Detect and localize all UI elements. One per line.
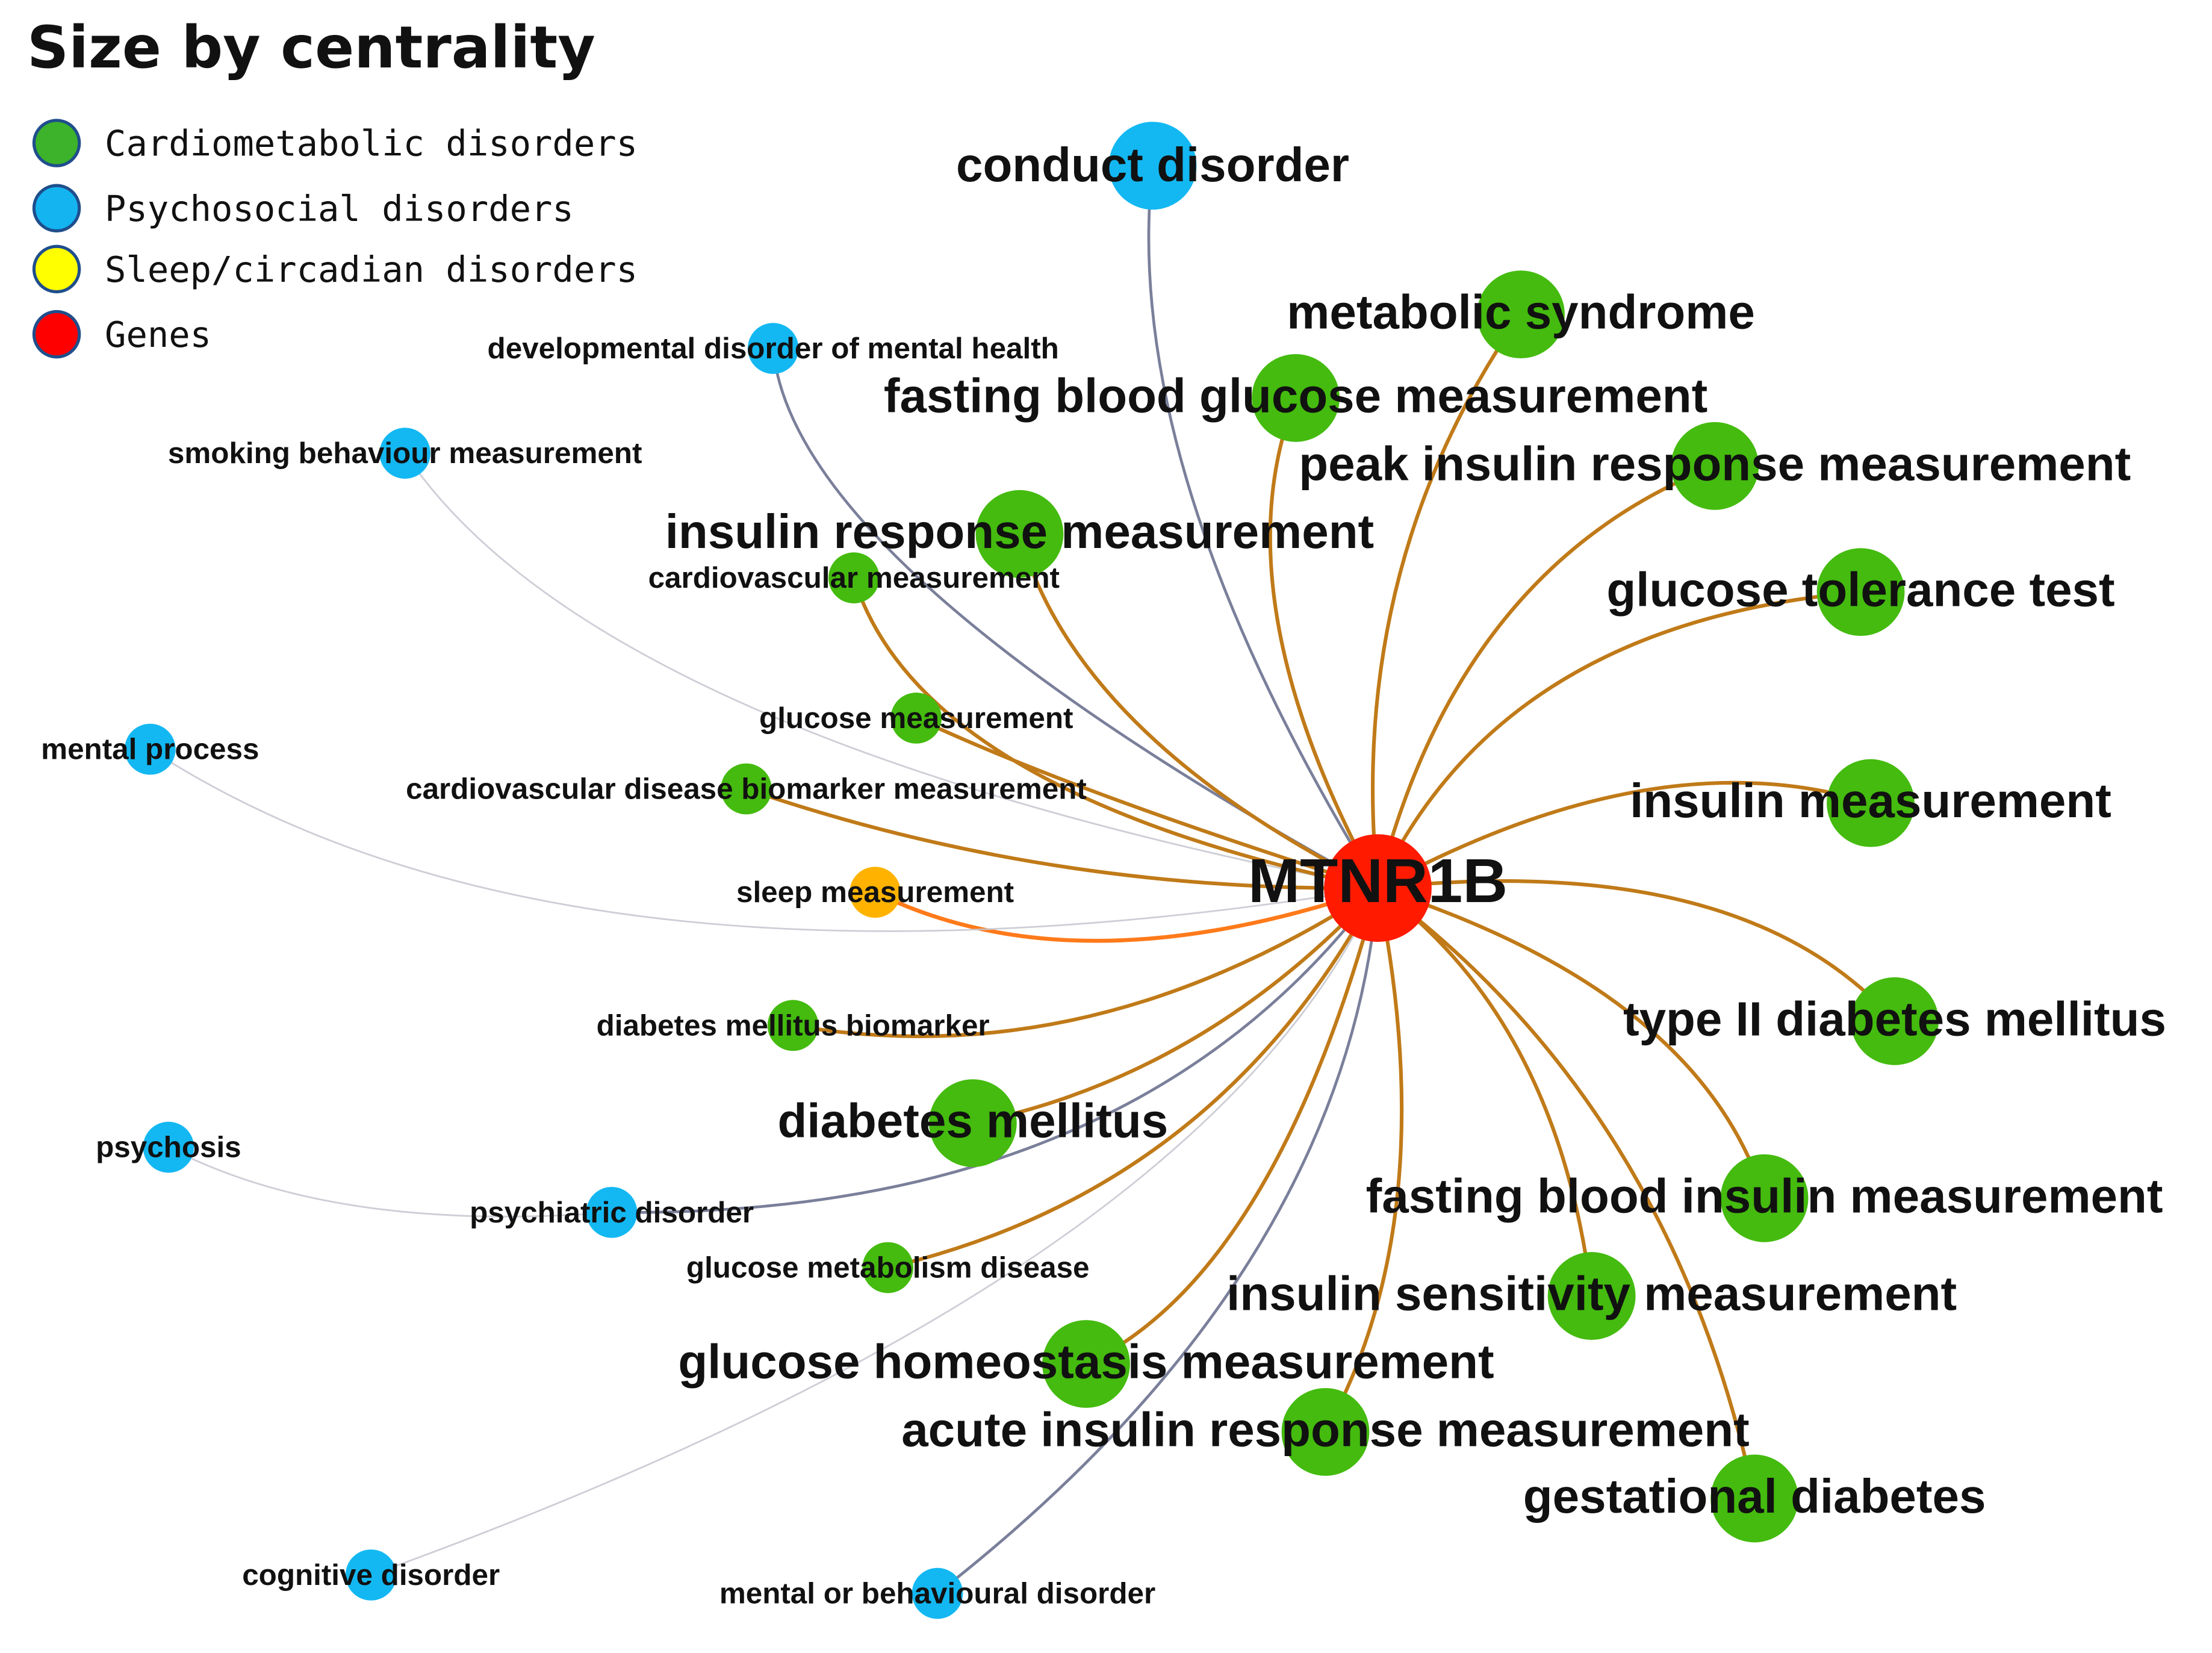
edge-mtnr1b-to-glucose-homeostasis-measurement [1085,887,1380,1366]
node-conduct-disorder[interactable] [1108,122,1197,210]
node-label-smoking-behaviour-measurement: smoking behaviour measurement [168,437,642,470]
node-fasting-blood-insulin-measurement[interactable] [1720,1154,1809,1242]
node-label-metabolic-syndrome: metabolic syndrome [1287,285,1755,339]
edge-mtnr1b-to-acute-insulin-response-measurement [1323,888,1404,1433]
node-developmental-disorder-of-mental-health[interactable] [747,323,799,374]
node-label-fasting-blood-insulin-measurement: fasting blood insulin measurement [1366,1169,2163,1222]
node-label-gestational-diabetes: gestational diabetes [1523,1469,1986,1523]
node-psychiatric-disorder[interactable] [586,1186,638,1238]
edge-mtnr1b-to-peak-insulin-response-measurement [1376,464,1716,889]
edge-mtnr1b-to-gestational-diabetes [1376,886,1757,1499]
node-label-glucose-tolerance-test: glucose tolerance test [1606,563,2114,617]
edge-mtnr1b-to-glucose-metabolism-disease [887,887,1380,1270]
node-glucose-homeostasis-measurement[interactable] [1042,1320,1130,1408]
edge-mtnr1b-to-psychiatric-disorder [612,887,1379,1214]
node-label-acute-insulin-response-measurement: acute insulin response measurement [901,1402,1750,1456]
legend-swatch-psychosocial-disorders [32,184,81,232]
edge-mtnr1b-to-sleep-measurement [874,886,1379,943]
legend-label-cardiometabolic-disorders: Cardiometabolic disorders [105,123,638,164]
node-label-psychiatric-disorder: psychiatric disorder [470,1196,754,1229]
edge-mtnr1b-to-fasting-blood-insulin-measurement [1377,886,1766,1199]
edge-psychiatric-disorder-to-psychosis [168,1146,612,1218]
node-mental-or-behavioural-disorder[interactable] [912,1567,963,1619]
node-label-mtnr1b: MTNR1B [1248,845,1508,915]
node-type-ii-diabetes-mellitus[interactable] [1851,977,1939,1065]
edge-mtnr1b-to-cardiovascular-disease-biomarker-measurement [745,787,1378,891]
node-label-conduct-disorder: conduct disorder [956,138,1349,191]
edge-mtnr1b-to-smoking-behaviour-measurement [404,452,1378,889]
legend-title: Size by centrality [27,14,595,81]
node-label-cardiovascular-disease-biomarker-measurement: cardiovascular disease biomarker measure… [406,773,1087,806]
node-label-insulin-response-measurement: insulin response measurement [665,505,1374,558]
legend-label-psychosocial-disorders: Psychosocial disorders [105,188,574,229]
node-label-fasting-blood-glucose-measurement: fasting blood glucose measurement [884,369,1707,422]
node-cardiovascular-disease-biomarker-measurement[interactable] [721,763,772,815]
node-cardiovascular-measurement[interactable] [828,552,880,603]
node-metabolic-syndrome[interactable] [1477,270,1565,359]
nodes-layer [124,122,1939,1619]
node-glucose-tolerance-test[interactable] [1816,548,1905,637]
legend-label-genes: Genes [105,314,211,355]
edge-mtnr1b-to-glucose-measurement [915,716,1379,890]
node-diabetes-mellitus[interactable] [928,1079,1017,1168]
legend-label-sleep-circadian-disorders: Sleep/circadian disorders [105,249,638,290]
node-label-glucose-measurement: glucose measurement [759,702,1073,735]
node-label-type-ii-diabetes-mellitus: type II diabetes mellitus [1623,992,2166,1045]
node-label-glucose-homeostasis-measurement: glucose homeostasis measurement [678,1334,1494,1388]
node-mtnr1b[interactable] [1324,834,1432,942]
node-insulin-measurement[interactable] [1827,759,1915,847]
node-peak-insulin-response-measurement[interactable] [1671,422,1759,510]
node-label-diabetes-mellitus: diabetes mellitus [777,1094,1168,1148]
edge-mtnr1b-to-developmental-disorder-of-mental-health [771,348,1379,889]
edge-mtnr1b-to-fasting-blood-glucose-measurement [1268,397,1380,889]
node-acute-insulin-response-measurement[interactable] [1281,1387,1370,1476]
node-label-insulin-measurement: insulin measurement [1630,774,2111,827]
node-glucose-metabolism-disease[interactable] [862,1242,914,1293]
node-label-diabetes-mellitus-biomarker: diabetes mellitus biomarker [597,1009,990,1042]
edge-mtnr1b-to-cognitive-disorder [370,888,1379,1576]
edge-mtnr1b-to-diabetes-mellitus [972,886,1379,1125]
node-diabetes-mellitus-biomarker[interactable] [767,1000,819,1051]
edges-layer [149,165,1897,1595]
legend-swatch-cardiometabolic-disorders [32,119,81,167]
edge-mtnr1b-to-conduct-disorder [1147,165,1379,889]
node-fasting-blood-glucose-measurement[interactable] [1252,354,1340,442]
edge-mtnr1b-to-insulin-sensitivity-measurement [1376,886,1594,1297]
node-label-mental-process: mental process [41,733,259,766]
node-label-sleep-measurement: sleep measurement [736,876,1014,909]
edge-mtnr1b-to-metabolic-syndrome [1370,313,1523,889]
node-label-peak-insulin-response-measurement: peak insulin response measurement [1299,437,2131,490]
node-label-cardiovascular-measurement: cardiovascular measurement [648,561,1060,594]
legend-swatch-genes [32,310,81,359]
node-label-mental-or-behavioural-disorder: mental or behavioural disorder [719,1577,1155,1610]
node-gestational-diabetes[interactable] [1710,1454,1799,1543]
node-label-psychosis: psychosis [96,1131,241,1164]
node-label-cognitive-disorder: cognitive disorder [242,1558,500,1592]
node-glucose-measurement[interactable] [890,693,942,744]
node-label-developmental-disorder-of-mental-health: developmental disorder of mental health [488,332,1059,365]
edge-mtnr1b-to-insulin-measurement [1377,780,1871,890]
node-label-insulin-sensitivity-measurement: insulin sensitivity measurement [1226,1267,1957,1321]
node-cognitive-disorder[interactable] [345,1549,397,1601]
edge-mtnr1b-to-diabetes-mellitus-biomarker [792,886,1379,1038]
node-insulin-response-measurement[interactable] [975,490,1064,578]
edge-mtnr1b-to-insulin-response-measurement [1017,533,1379,890]
legend-swatch-sleep-circadian-disorders [32,244,81,294]
edge-mtnr1b-to-mental-or-behavioural-disorder [936,888,1379,1595]
labels-layer: MTNR1B conduct disorder developmental diso… [41,138,2166,1610]
edge-mtnr1b-to-glucose-tolerance-test [1376,590,1861,889]
node-insulin-sensitivity-measurement[interactable] [1547,1252,1636,1340]
node-sleep-measurement[interactable] [850,867,901,918]
edge-mtnr1b-to-mental-process [149,749,1378,932]
node-label-glucose-metabolism-disease: glucose metabolism disease [686,1251,1090,1284]
node-psychosis[interactable] [143,1121,194,1173]
edge-mtnr1b-to-type-ii-diabetes-mellitus [1378,879,1897,1023]
node-mental-process[interactable] [124,723,176,775]
legend: Size by centrality Cardiometabolic disor… [27,14,638,359]
node-smoking-behaviour-measurement[interactable] [379,428,431,479]
